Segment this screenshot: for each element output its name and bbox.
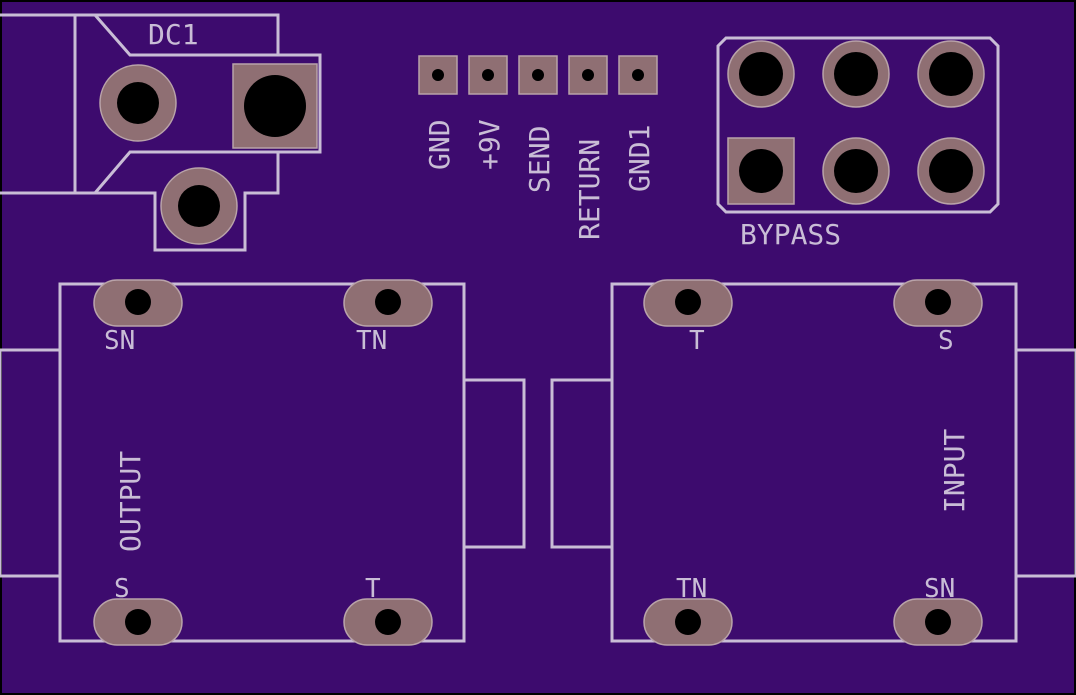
dc1-chamfer-top [93,14,278,57]
pin-return-drill [582,69,594,81]
pin-send-drill [532,69,544,81]
output-jack: OUTPUT SN TN S T [0,279,526,646]
header-pins: GND +9V SEND RETURN GND1 [418,55,658,240]
output-t-drill [375,609,401,635]
dc1-outline [0,13,322,252]
output-s-label: S [114,574,130,604]
bypass-switch: BYPASS [716,36,1000,251]
input-right-tab [1016,348,1076,578]
input-tn-drill [675,609,701,635]
input-s-drill [925,289,951,315]
dc1-label: DC1 [148,18,199,51]
output-left-tab [0,348,60,578]
bypass-drill-6 [929,149,973,193]
output-t-label: T [365,574,381,604]
output-sn-label: SN [104,326,135,356]
input-label: INPUT [938,429,971,513]
output-body [58,282,466,643]
bypass-drill-5 [834,149,878,193]
output-s-drill [125,609,151,635]
pin-return-label: RETURN [573,139,606,240]
output-tn-drill [375,289,401,315]
input-t-label: T [689,326,705,356]
output-right-tab [464,378,526,549]
input-body [610,282,1018,643]
pin-gnd1-drill [632,69,644,81]
bypass-drill-3 [929,52,973,96]
input-sn-drill [925,609,951,635]
pin-9v-drill [482,69,494,81]
input-jack: INPUT T S TN SN [550,279,1076,646]
input-t-drill [675,289,701,315]
output-tn-label: TN [356,326,387,356]
dc1-chamfer-bottom [93,150,278,194]
bypass-label: BYPASS [740,218,841,251]
bypass-drill-1 [739,52,783,96]
bypass-drill-4 [739,149,783,193]
dc1-drill-3 [178,185,220,227]
pin-9v-pad [468,55,508,95]
bypass-drill-2 [834,52,878,96]
dc1-jack: DC1 [0,13,322,252]
bypass-outline [716,36,1000,214]
dc1-drill-1 [117,82,159,124]
pin-send-label: SEND [523,126,556,193]
pin-gnd-label: GND [423,119,456,170]
output-sn-drill [125,289,151,315]
output-label: OUTPUT [114,451,147,552]
input-s-label: S [938,326,954,356]
dc1-drill-2 [244,75,306,137]
pin-9v-label: +9V [473,119,506,170]
input-left-tab [550,378,612,549]
pin-gnd-drill [432,69,444,81]
pin-gnd1-label: GND1 [623,125,656,192]
